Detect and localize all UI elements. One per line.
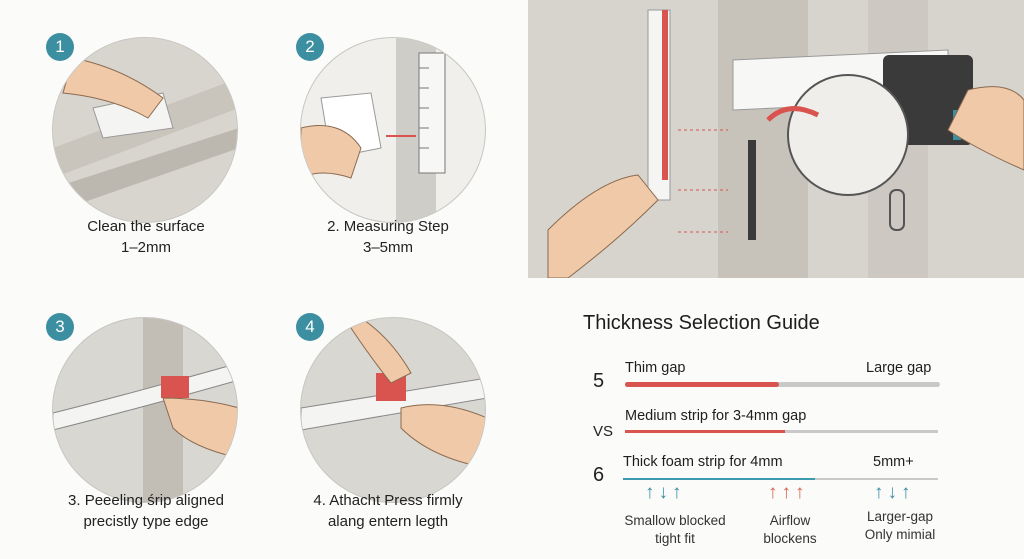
step-1-illustration: [52, 37, 238, 223]
tight-fit-line2: tight fit: [655, 531, 695, 546]
step-4-illustration: [300, 317, 486, 503]
row-6-scale-bar: [623, 478, 938, 480]
step-2-illustration: [300, 37, 486, 223]
airflow-line1: Airflow: [769, 513, 811, 528]
step-1-badge: 1: [46, 33, 74, 61]
step-4-badge: 4: [296, 313, 324, 341]
row-5-scale-bar: [625, 382, 940, 387]
step-3-badge: 3: [46, 313, 74, 341]
row-5-fill: [625, 382, 780, 387]
larger-gap-line2: Only mimial: [864, 527, 936, 542]
row-vs-marker: VS: [593, 423, 614, 440]
pressing-strip-illustration: [301, 318, 485, 469]
peeling-strip-illustration: [53, 318, 237, 502]
measuring-illustration: [301, 38, 446, 222]
row-5-left-label: Thim gap: [625, 360, 686, 376]
row-5-right-label: Large gap: [866, 360, 932, 376]
row-vs-scale-bar: [625, 430, 938, 433]
row-6-marker: 6: [593, 464, 605, 486]
step-2-badge: 2: [296, 33, 324, 61]
step-1-caption: Clean the surface 1–2mm: [26, 216, 266, 258]
step-1-sub: 1–2mm: [120, 239, 172, 256]
larger-gap-arrows-icon: ↑↓↑: [874, 482, 915, 503]
step-4-sub: alang entern legth: [327, 513, 449, 530]
step-2-title: 2. Measuring Step: [327, 218, 449, 235]
row-vs-fill: [625, 430, 785, 433]
guide-title: Thickness Selection Guide: [583, 312, 820, 334]
step-3-title: 3. Peeeling śrip aligned: [68, 492, 224, 509]
step-1-title: Clean the surface: [87, 218, 205, 235]
step-2-sub: 3–5mm: [362, 239, 414, 256]
airflow-arrows-icon: ↑↑↑: [768, 482, 809, 503]
row-6-left-label: Thick foam strip for 4mm: [623, 454, 783, 470]
tight-fit-label: Smallow blocked tight fit: [610, 512, 740, 548]
row-vs-left-label: Medium strip for 3-4mm gap: [625, 408, 807, 424]
step-4-title: 4. Athacht Press firmly: [313, 492, 463, 509]
step-3-illustration: [52, 317, 238, 503]
step-3-caption: 3. Peeeling śrip aligned precistly type e…: [26, 490, 266, 532]
row-6-right-label: 5mm+: [873, 454, 914, 470]
wiping-hand-illustration: [53, 38, 237, 222]
step-3-sub: precistly type edge: [83, 513, 209, 530]
step-4-caption: 4. Athacht Press firmly alang entern legt…: [268, 490, 508, 532]
tight-fit-arrows-icon: ↑↓↑: [645, 482, 686, 503]
door-installation-illustration: [528, 0, 1024, 278]
airflow-label: Airflow blockens: [750, 512, 830, 548]
step-2-caption: 2. Measuring Step 3–5mm: [268, 216, 508, 258]
door-frame-scene: [528, 0, 1024, 278]
airflow-line2: blockens: [763, 531, 817, 546]
row-5-marker: 5: [593, 370, 605, 392]
tight-fit-line1: Smallow blocked: [624, 513, 726, 528]
larger-gap-line1: Larger-gap: [866, 509, 934, 524]
row-6-fill: [623, 478, 816, 480]
